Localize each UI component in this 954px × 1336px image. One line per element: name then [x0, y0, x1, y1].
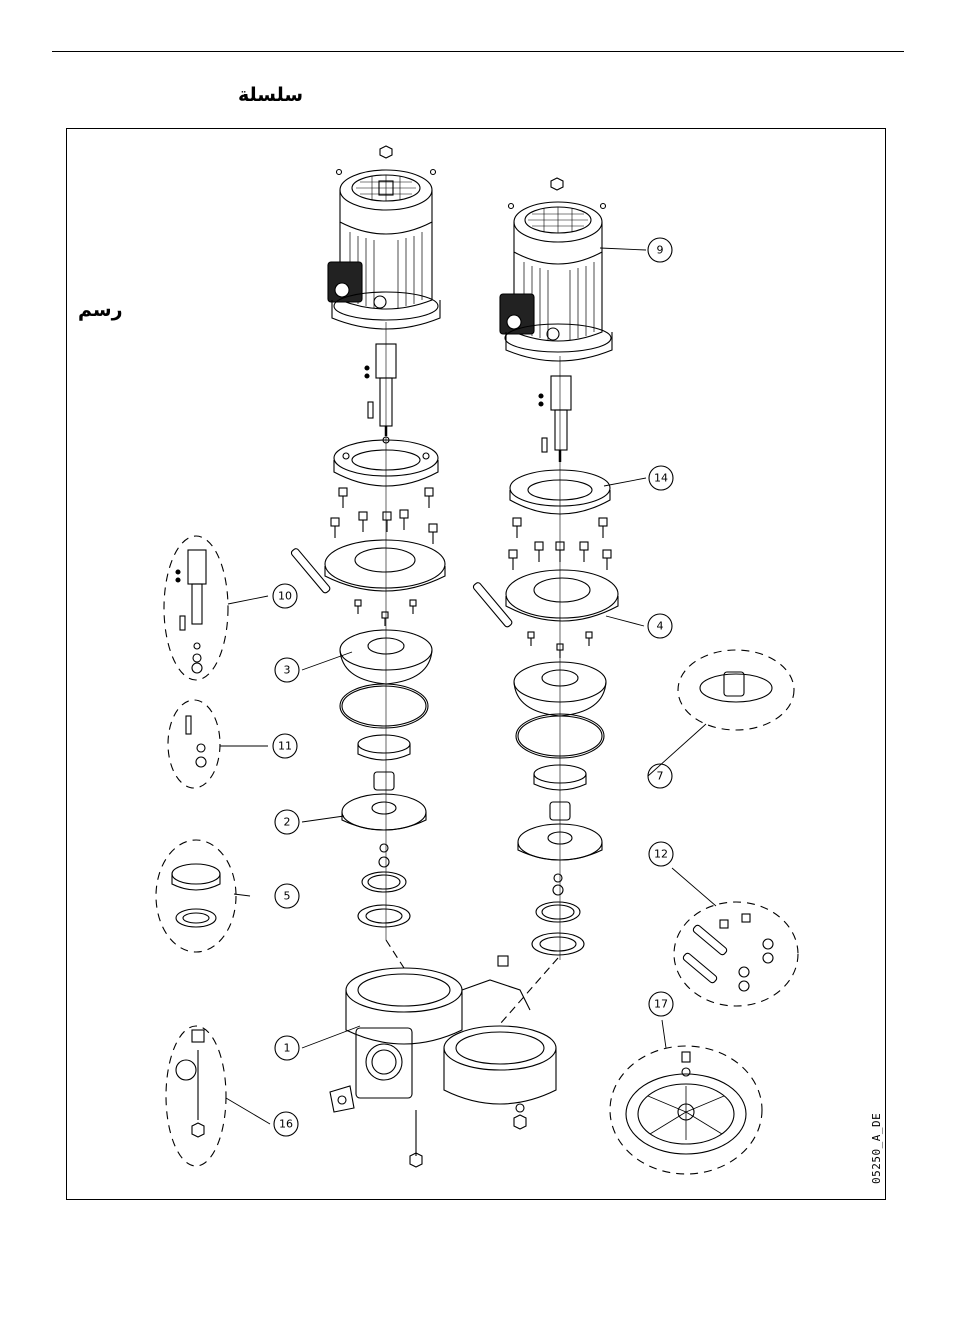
svg-text:4: 4: [657, 620, 664, 633]
callout-11: 11: [273, 734, 297, 758]
callout-7: 7: [648, 764, 672, 788]
svg-text:10: 10: [278, 590, 292, 603]
callout-10: 10: [273, 584, 297, 608]
svg-text:5: 5: [284, 890, 291, 903]
svg-text:11: 11: [278, 740, 292, 753]
detail-groups: [156, 536, 798, 1174]
callout-14: 14: [649, 466, 673, 490]
callout-9: 9: [648, 238, 672, 262]
svg-text:1: 1: [284, 1042, 291, 1055]
svg-text:16: 16: [279, 1118, 293, 1131]
detail-parts: [172, 550, 773, 1154]
callout-4: 4: [648, 614, 672, 638]
left-pump-assembly: [290, 146, 445, 940]
callout-17: 17: [649, 992, 673, 1016]
svg-text:3: 3: [284, 664, 291, 677]
svg-text:14: 14: [654, 472, 668, 485]
svg-text:9: 9: [657, 244, 664, 257]
callout-12: 12: [649, 842, 673, 866]
svg-text:17: 17: [654, 998, 668, 1011]
callouts: 1 2 3 4 5 7 9 10 11 12 14 16 17: [273, 238, 673, 1136]
right-pump-assembly: [472, 178, 618, 960]
callout-2: 2: [275, 810, 299, 834]
callout-3: 3: [275, 658, 299, 682]
svg-text:2: 2: [284, 816, 291, 829]
svg-text:12: 12: [654, 848, 668, 861]
svg-text:7: 7: [657, 770, 664, 783]
callout-5: 5: [275, 884, 299, 908]
callout-16: 16: [274, 1112, 298, 1136]
pump-housing: [330, 940, 558, 1167]
callout-1: 1: [275, 1036, 299, 1060]
leader-lines: [220, 248, 716, 1124]
